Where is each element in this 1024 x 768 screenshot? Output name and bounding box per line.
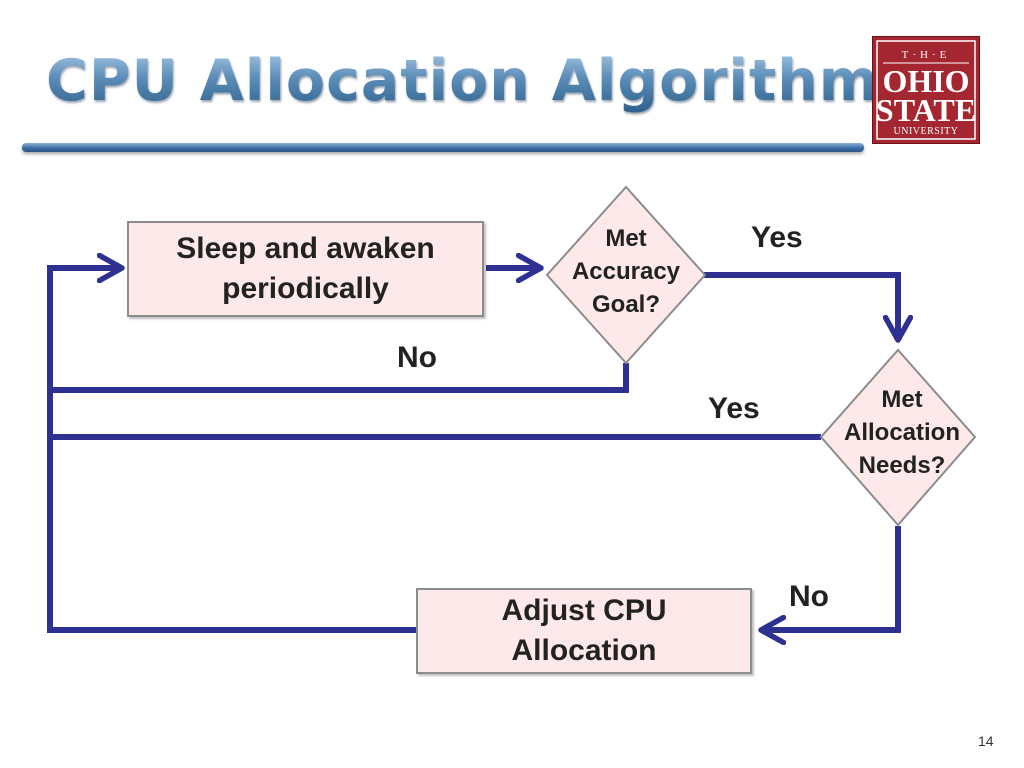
edge-label-accuracy-no: No bbox=[397, 341, 437, 374]
slide-title: CPU Allocation Algorithm bbox=[46, 48, 880, 114]
logo-line-university: UNIVERSITY bbox=[894, 126, 959, 137]
edge-label-allocation-yes: Yes bbox=[708, 392, 760, 425]
decision-label-accuracy: Met Accuracy Goal? bbox=[571, 225, 681, 318]
decision-diamond-allocation bbox=[819, 348, 977, 527]
edge-label-accuracy-yes: Yes bbox=[751, 221, 803, 254]
edge-accuracy-no bbox=[50, 363, 629, 393]
decision-label-allocation: Met Allocation Needs? bbox=[843, 386, 960, 479]
title-underline bbox=[22, 143, 864, 152]
edge-accuracy-yes bbox=[704, 272, 898, 340]
edge-label-allocation-no: No bbox=[789, 580, 829, 613]
edge-allocation-no bbox=[761, 526, 901, 630]
page-number: 14 bbox=[978, 733, 994, 749]
logo-line-state: STATE bbox=[876, 92, 976, 128]
logo-line-the: T·H·E bbox=[902, 49, 951, 61]
ohio-state-university-logo: T·H·E OHIO STATE UNIVERSITY bbox=[873, 37, 979, 143]
logo-line-ohio: OHIO bbox=[882, 63, 969, 99]
edge-adjust-to-sleep bbox=[47, 268, 418, 633]
process-box-sleep: Sleep and awaken periodically bbox=[127, 221, 484, 317]
process-box-sleep-label: Sleep and awaken periodically bbox=[176, 232, 435, 305]
process-box-adjust-label: Adjust CPU Allocation bbox=[501, 594, 667, 667]
process-box-adjust: Adjust CPU Allocation bbox=[416, 588, 752, 674]
decision-diamond-accuracy bbox=[545, 185, 707, 365]
